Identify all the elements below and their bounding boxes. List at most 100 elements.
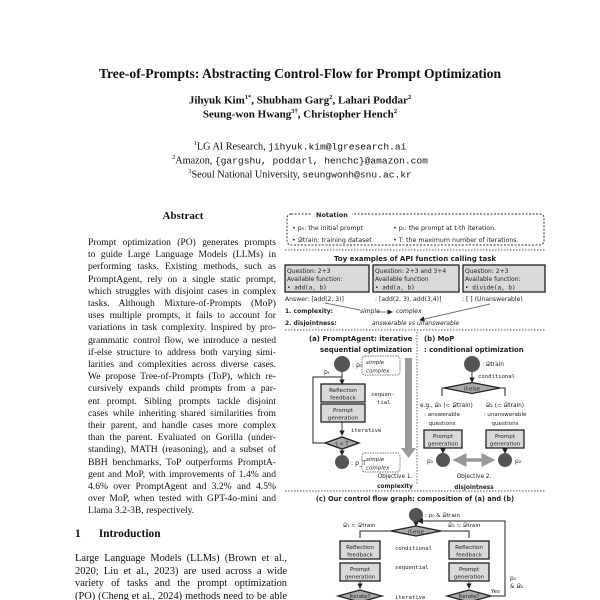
- affiliation-mark: 1: [193, 140, 197, 147]
- figure-label: 2. disjointness:: [285, 320, 337, 327]
- author-affiliation-mark: 2: [393, 108, 398, 115]
- figure-label: p₂: [510, 576, 516, 582]
- panel-a-title: (a) PromptAgent: iterative: [309, 335, 413, 343]
- figure-label: Answer: [add(2, 3)]: [285, 296, 344, 303]
- abstract-line: tasks. Although Mixture-of-Prompts (MoP): [88, 298, 276, 309]
- authors-line-2: Seung-won Hwang3†, Christopher Hench2: [202, 108, 398, 121]
- reflection-feedback-box: [339, 540, 381, 560]
- iterate-condition-diamond: [323, 436, 361, 450]
- affiliation-mark: 3: [188, 168, 192, 175]
- abstract-line: PromptAgent, rely on a single static pro…: [88, 273, 276, 285]
- toy-example-box: [284, 264, 370, 293]
- section-title: Introduction: [98, 528, 161, 540]
- figure-label: Objective 2.: [457, 474, 492, 480]
- panel-b-title: : conditional optimization: [424, 346, 524, 354]
- affiliation-email: {gargshu, poddarl, henchc}@amazon.com: [214, 155, 428, 167]
- introduction-line: (PO) (Cheng et al., 2024) methods need t…: [75, 590, 287, 600]
- affiliation-org: LG AI Research,: [196, 141, 269, 153]
- author-name: Christopher Hench: [303, 108, 394, 121]
- toy-example-box: [372, 264, 460, 293]
- figure-label: Available function:: [465, 276, 521, 283]
- figure-label: Reflection: [346, 545, 374, 551]
- figure-label: Prompt: [433, 434, 454, 440]
- loop-arrow: [417, 518, 506, 597]
- figure-label: p₂: [515, 458, 522, 465]
- figure-label: Objective 1.: [378, 474, 413, 480]
- prompt-node: [498, 453, 512, 467]
- abstract-line: standing), MATH (reasoning), and a subse…: [88, 444, 276, 456]
- prompt-node: [334, 356, 350, 372]
- prompt-node: [409, 508, 423, 522]
- introduction-line: 2020; Liu et al., 2023) are used across …: [75, 565, 287, 577]
- branch-line: [359, 530, 391, 538]
- figure-label: • T: the maximum number of iterations.: [393, 237, 519, 244]
- figure-label: answerable vs unanswerable: [372, 320, 459, 327]
- figure-label: sequen-: [371, 392, 395, 398]
- figure-label: iterative: [351, 428, 382, 434]
- figure-label: feedback: [347, 553, 373, 559]
- paper-title: Tree-of-Prompts: Abstracting Control-Flo…: [98, 66, 502, 81]
- figure-label: : 𝒟train: [482, 361, 504, 368]
- affiliation-3: 3Seoul National University, seungwonh@sn…: [0, 168, 600, 180]
- figure-label: Iterate?: [350, 594, 371, 600]
- figure-label: 𝒟₂ (⊂ 𝒟train): [486, 402, 524, 409]
- figure-label: complex: [396, 308, 422, 315]
- figure-label: 𝒟₁ ⊂ 𝒟train: [343, 523, 376, 529]
- author-name: Shubham Garg: [256, 94, 330, 107]
- notation-label-bg: [312, 210, 352, 219]
- author-affiliation-mark: 1*: [244, 94, 252, 101]
- figure-label: : answerable: [424, 412, 460, 418]
- abstract-line: cursively expands child prompts from a p…: [88, 383, 276, 395]
- figure-label: disjointness: [454, 485, 494, 491]
- figure-label: tial: [377, 400, 390, 406]
- figure-label: : p₀ & 𝒟train: [425, 513, 460, 519]
- figure-label: : p₀: [352, 362, 363, 369]
- figure-label: simple: [366, 360, 385, 366]
- disjointness-arrow: [419, 303, 491, 322]
- notation-box: [286, 213, 545, 246]
- reflection-feedback-box: [448, 540, 490, 560]
- figure-label: Reflection: [455, 545, 483, 551]
- objective-arrow-bar: [405, 358, 412, 448]
- abstract-line: cases while inheriting shared similariti…: [88, 407, 276, 419]
- figure-label: complexity: [377, 484, 413, 490]
- figure-label: generation: [490, 442, 521, 448]
- figure-label: generation: [454, 575, 485, 581]
- figure-label: Iterate?: [459, 594, 480, 600]
- figure-label: generation: [428, 442, 459, 448]
- abstract-line: grammatic control flow, we introduce a n…: [88, 334, 276, 346]
- toy-example-box: [462, 264, 546, 293]
- prompt-generation-box: [320, 403, 366, 423]
- author-affiliation-mark: 3†: [291, 108, 298, 115]
- abstract-line: than the parent. Evaluated on Gorilla (u…: [88, 432, 276, 444]
- figure-label: Question: 2+3: [287, 268, 331, 275]
- abstract-heading: Abstract: [162, 210, 204, 222]
- loop-arrow: [312, 376, 342, 444]
- prompt-node: [335, 455, 349, 469]
- objective-arrow-head: [401, 448, 416, 458]
- panel-c-title: (c) Our control flow graph: composition …: [316, 495, 514, 503]
- figure-label: generation: [328, 416, 359, 422]
- figure-label: : [add(2, 3), add(3,4)]: [375, 296, 441, 303]
- case-status-box: [361, 452, 401, 473]
- author-name: Jihyuk Kim: [188, 94, 245, 107]
- figure-label: • p₀: the initial prompt: [292, 225, 363, 232]
- figure-label: iterative: [395, 595, 426, 600]
- figure-label: Available function:: [287, 276, 343, 283]
- prompt-node: [464, 356, 480, 372]
- abstract-line: 4.6% over PromptAgent and 3.2% and 4.5%: [88, 481, 276, 492]
- figure-label: & 𝒟₂: [510, 583, 523, 590]
- figure-label: • add(a, b): [375, 285, 415, 292]
- author-name: Seung-won Hwang: [202, 108, 292, 121]
- abstract-line: ent prompt. Sibling prompts tackle disjo…: [88, 395, 276, 407]
- figure-label: simple: [366, 457, 385, 463]
- section-number: 1: [75, 528, 81, 540]
- figure-label: Prompt: [350, 567, 371, 573]
- figure-label: 𝒟₂ ⊂ 𝒟train: [448, 523, 481, 529]
- notation-label: Notation: [316, 211, 348, 219]
- figure-label: Question: 2+3: [465, 268, 509, 275]
- figure-label: complex: [366, 466, 390, 472]
- figure-label: • add(a, b): [287, 285, 327, 292]
